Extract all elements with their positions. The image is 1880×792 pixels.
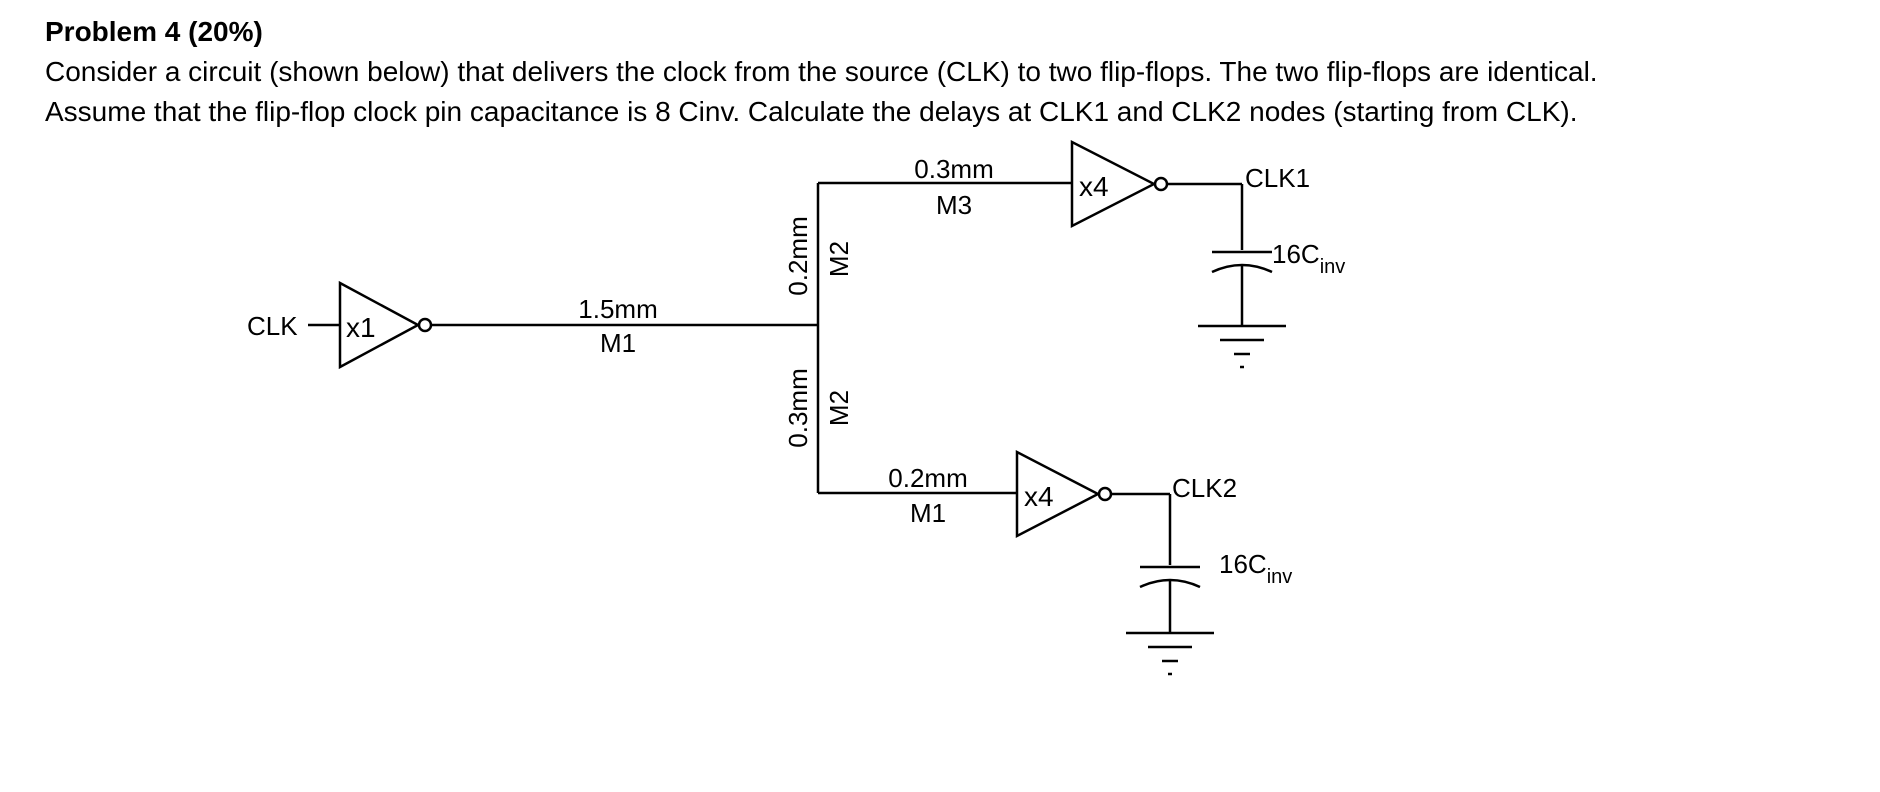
- lower-buffer-inverter-x4: [1015, 449, 1101, 539]
- upper-branch-wire-length: 0.3mm: [914, 154, 993, 184]
- problem-description-line-1: Consider a circuit (shown below) that de…: [45, 56, 1598, 87]
- lower-buffer-bubble: [1097, 486, 1113, 502]
- problem-description-line-2: Assume that the flip-flop clock pin capa…: [45, 96, 1578, 127]
- clk2-capacitance: 16Cinv: [1219, 549, 1292, 588]
- upper-vertical-wire-metal: M2: [824, 241, 854, 277]
- clk-source-label: CLK: [247, 311, 298, 341]
- clk2-cap-value: 16C: [1219, 549, 1267, 579]
- trunk-wire-length: 1.5mm: [578, 294, 657, 324]
- lower-branch-wire-length: 0.2mm: [888, 463, 967, 493]
- driver-inverter-bubble: [417, 317, 433, 333]
- problem-statement: Problem 4 (20%) Consider a circuit (show…: [45, 12, 1598, 132]
- lower-vertical-wire-metal: M2: [824, 390, 854, 426]
- trunk-wire-metal: M1: [600, 328, 636, 358]
- clk1-cap-value: 16C: [1272, 239, 1320, 269]
- upper-buffer-label: x4: [1079, 171, 1109, 202]
- clk2-label: CLK2: [1172, 473, 1237, 503]
- lower-buffer-label: x4: [1024, 481, 1054, 512]
- lower-branch-wire-metal: M1: [910, 498, 946, 528]
- upper-buffer-bubble: [1153, 176, 1169, 192]
- clk2-cap-subscript: inv: [1267, 566, 1293, 588]
- driver-inverter-x1: [338, 280, 421, 370]
- clk1-capacitance: 16Cinv: [1272, 239, 1345, 278]
- problem-title: Problem 4 (20%): [45, 16, 263, 47]
- clk1-cap-subscript: inv: [1320, 256, 1346, 278]
- upper-buffer-inverter-x4: [1070, 139, 1157, 229]
- lower-vertical-wire-length: 0.3mm: [783, 368, 813, 447]
- upper-vertical-wire-length: 0.2mm: [783, 216, 813, 295]
- clk1-label: CLK1: [1245, 163, 1310, 193]
- driver-inverter-label: x1: [346, 312, 376, 343]
- upper-branch-wire-metal: M3: [936, 190, 972, 220]
